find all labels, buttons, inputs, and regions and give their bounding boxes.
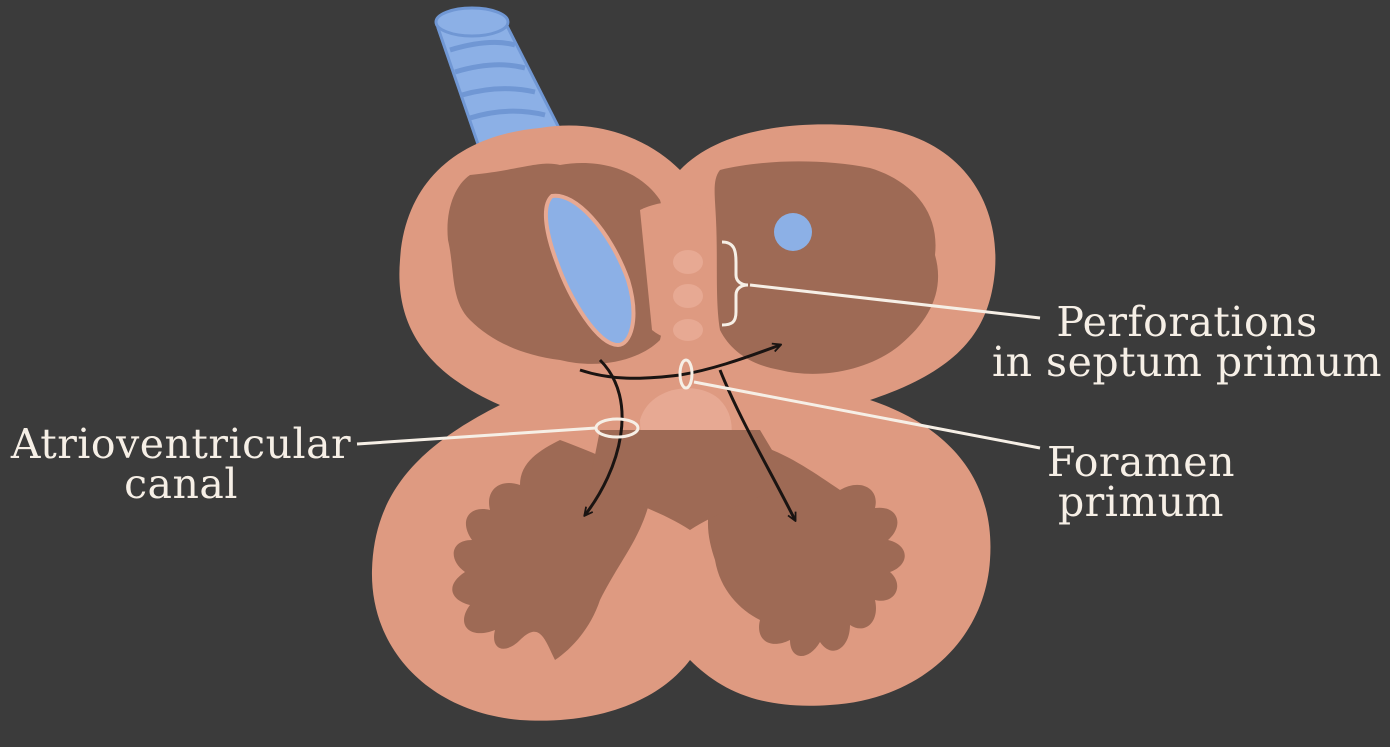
label-foramen-primum: Foramen primum (1040, 442, 1242, 522)
septal-perforations (673, 250, 703, 341)
label-perforations: Perforations in septum primum (992, 302, 1382, 382)
label-atrioventricular-canal: Atrioventricular canal (8, 424, 354, 504)
septum-primum (640, 202, 714, 342)
inflow-right (774, 213, 812, 251)
